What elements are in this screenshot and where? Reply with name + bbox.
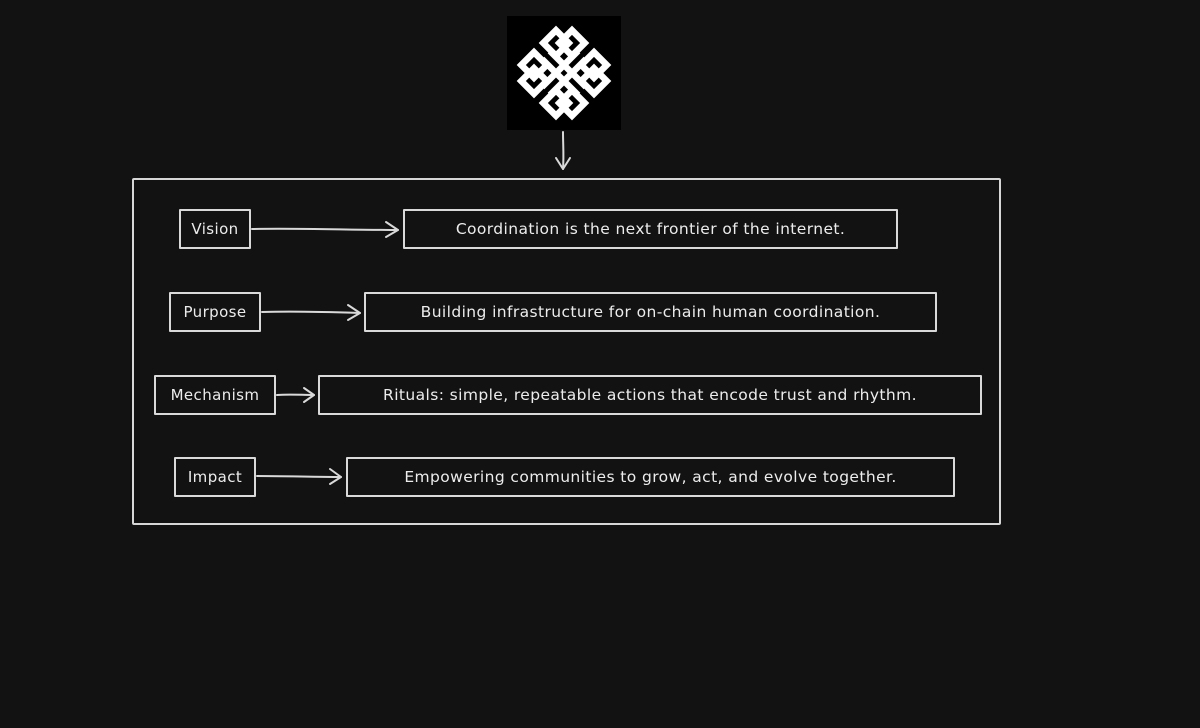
logo	[507, 16, 621, 130]
description-impact: Empowering communities to grow, act, and…	[346, 457, 955, 497]
description-mechanism: Rituals: simple, repeatable actions that…	[318, 375, 982, 415]
label-mechanism: Mechanism	[154, 375, 276, 415]
logo-to-frame-arrow	[555, 131, 571, 170]
description-purpose: Building infrastructure for on-chain hum…	[364, 292, 937, 332]
arrow-impact	[256, 468, 342, 485]
arrow-purpose	[261, 304, 361, 321]
label-purpose: Purpose	[169, 292, 261, 332]
endless-knot-icon	[516, 25, 612, 121]
arrow-mechanism	[276, 387, 315, 403]
description-vision: Coordination is the next frontier of the…	[403, 209, 898, 249]
diagram-frame	[132, 178, 1001, 525]
label-impact: Impact	[174, 457, 256, 497]
arrow-vision	[251, 221, 399, 238]
label-vision: Vision	[179, 209, 251, 249]
